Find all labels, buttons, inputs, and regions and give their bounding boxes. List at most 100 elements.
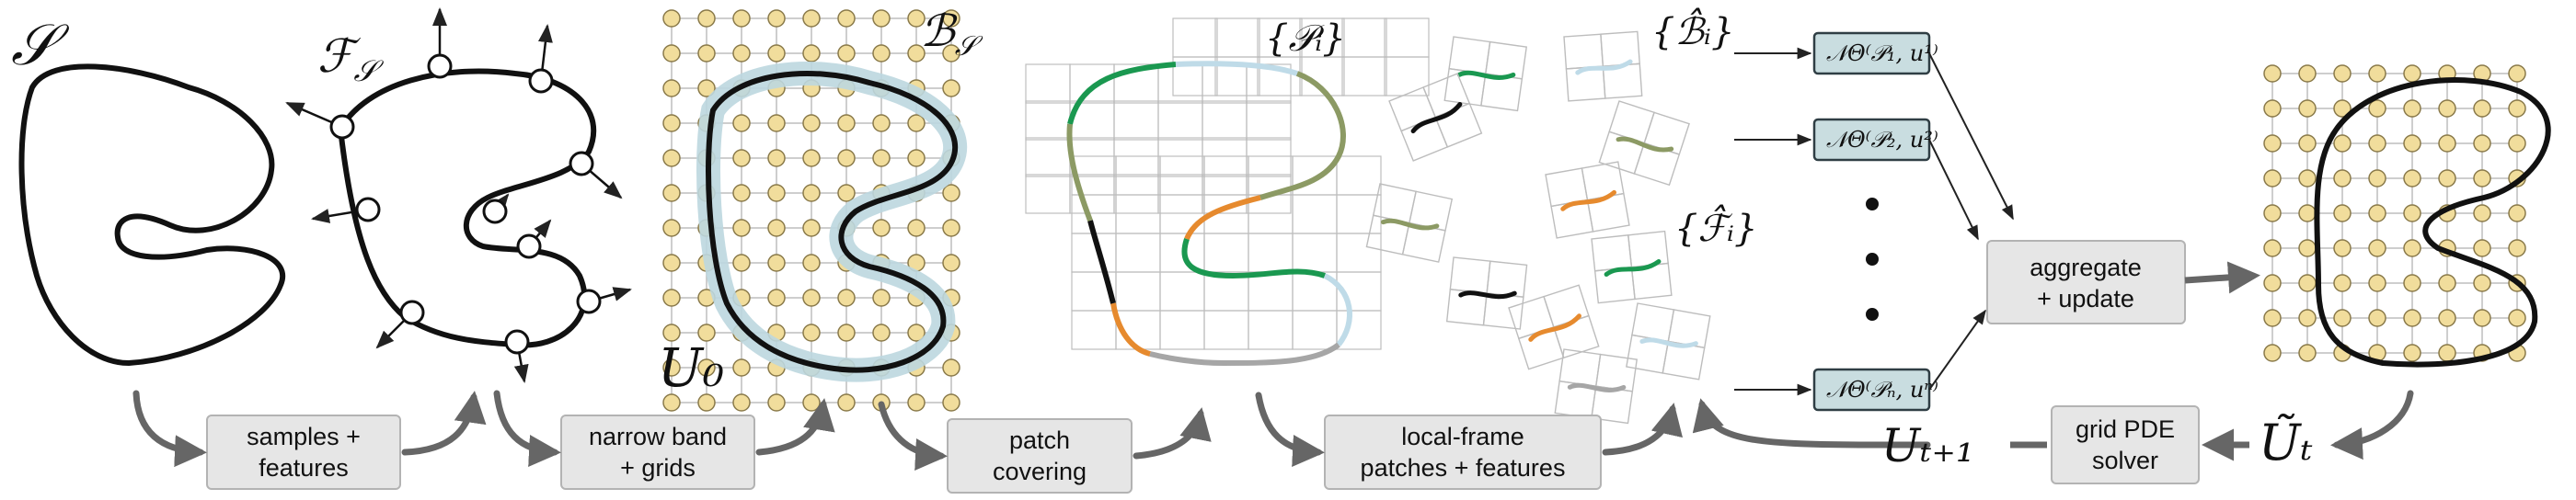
output-grid-node [2508,204,2526,222]
grid-node [872,9,891,28]
output-grid-node [2508,99,2526,118]
output-grid-node [2368,309,2386,327]
grid-node [662,9,681,28]
grid-node [767,44,786,62]
svg-text:covering: covering [993,458,1087,485]
output-grid-node [2298,274,2317,292]
output-grid-node [2438,134,2456,153]
output-grid-node [2298,169,2317,188]
grid-node [662,289,681,307]
output-grid-node [2403,309,2421,327]
local-frame-box: local-frame patches + features [1324,415,1602,490]
svg-text:𝒩Θ⁽𝒫ₙ, uⁿ⁾: 𝒩Θ⁽𝒫ₙ, uⁿ⁾ [1826,377,1938,403]
svg-text:+ update: + update [2037,285,2134,312]
output-grid-node [2333,169,2352,188]
grid-node [767,9,786,28]
label-fs: ℱ𝒮 [317,29,384,88]
grid-node [872,219,891,237]
output-grid-node [2473,309,2491,327]
patch-cell [1159,310,1205,350]
output-grid-node [2403,99,2421,118]
grid-node [697,393,716,412]
aggregate-to-output-arrow [2184,261,2260,294]
grid-node [732,358,751,377]
patch-cell [1157,63,1203,104]
grid-node [732,9,751,28]
output-grid-node [2263,274,2282,292]
grid-node [697,324,716,342]
grid-node [732,44,751,62]
output-grid-node [2333,134,2352,153]
grid-node [802,44,821,62]
grid-node [802,289,821,307]
output-grid-node [2368,134,2386,153]
grid-node [837,184,856,202]
output-grid-node [2333,64,2352,83]
grid-node [662,254,681,272]
grid-node [662,149,681,167]
svg-text:aggregate: aggregate [2030,254,2142,281]
patch-cell [1248,271,1294,312]
output-grid-node [2438,169,2456,188]
patch-cell [1113,174,1159,214]
output-grid-node [2473,134,2491,153]
patch-cell [1157,137,1203,177]
local-patch [1443,36,1528,112]
grid-node [837,9,856,28]
patch-cell [1203,310,1249,350]
patch-cell [1336,155,1382,196]
output-grid-node [2368,99,2386,118]
patch-cell [1115,194,1161,234]
label-utilde: Ũₜ [2259,413,2313,472]
patch-cell [1384,56,1430,97]
grid-pde-solver-box: grid PDE solver [2051,405,2200,484]
output-grid-node [2368,239,2386,257]
grid-node [907,324,926,342]
output-grid-node [2333,239,2352,257]
grid-node [662,393,681,412]
patch-cell [1172,56,1218,97]
patch-cell [1341,17,1387,58]
grid-node [907,149,926,167]
output-grid-node [2508,134,2526,153]
local-patch [1445,256,1528,330]
output-grid-node [2333,204,2352,222]
output-grid-node [2473,204,2491,222]
grid-node [942,184,960,202]
output-grid-node [2368,64,2386,83]
patch-cell [1025,100,1071,141]
label-ut1: Uₜ₊₁ [1881,419,1974,472]
output-grid-node [2263,344,2282,362]
patch-cell [1202,100,1248,141]
output-grid-node [2368,204,2386,222]
patch-covering-panel: {𝒫ᵢ} [1025,17,1430,367]
svg-text:𝒩Θ⁽𝒫₁, u¹⁾: 𝒩Θ⁽𝒫₁, u¹⁾ [1826,40,1938,66]
output-grid-node [2508,239,2526,257]
patch-cell [1203,233,1249,273]
patch-curve [1066,61,1352,367]
output-grid-node [2298,134,2317,153]
output-grid-node [2403,239,2421,257]
grid-node [662,114,681,132]
grid-node [697,79,716,97]
grid-node [802,9,821,28]
patch-cell [1248,310,1294,350]
patch-cell [1113,137,1159,177]
grid-node [697,358,716,377]
grid-node [872,324,891,342]
output-grid-node [2403,169,2421,188]
grid-node [872,44,891,62]
grid-node [767,149,786,167]
output-grid-node [2368,169,2386,188]
patch-cell [1292,310,1338,350]
output-grid-node [2298,204,2317,222]
output-curve [2314,77,2551,368]
grid-node [767,184,786,202]
patch-cell [1246,137,1292,177]
patch-cell [1292,233,1338,273]
grid-node [732,149,751,167]
patch-cell [1115,155,1161,196]
narrow-band-curve [706,71,959,373]
grid-node [872,149,891,167]
grid-node [907,114,926,132]
